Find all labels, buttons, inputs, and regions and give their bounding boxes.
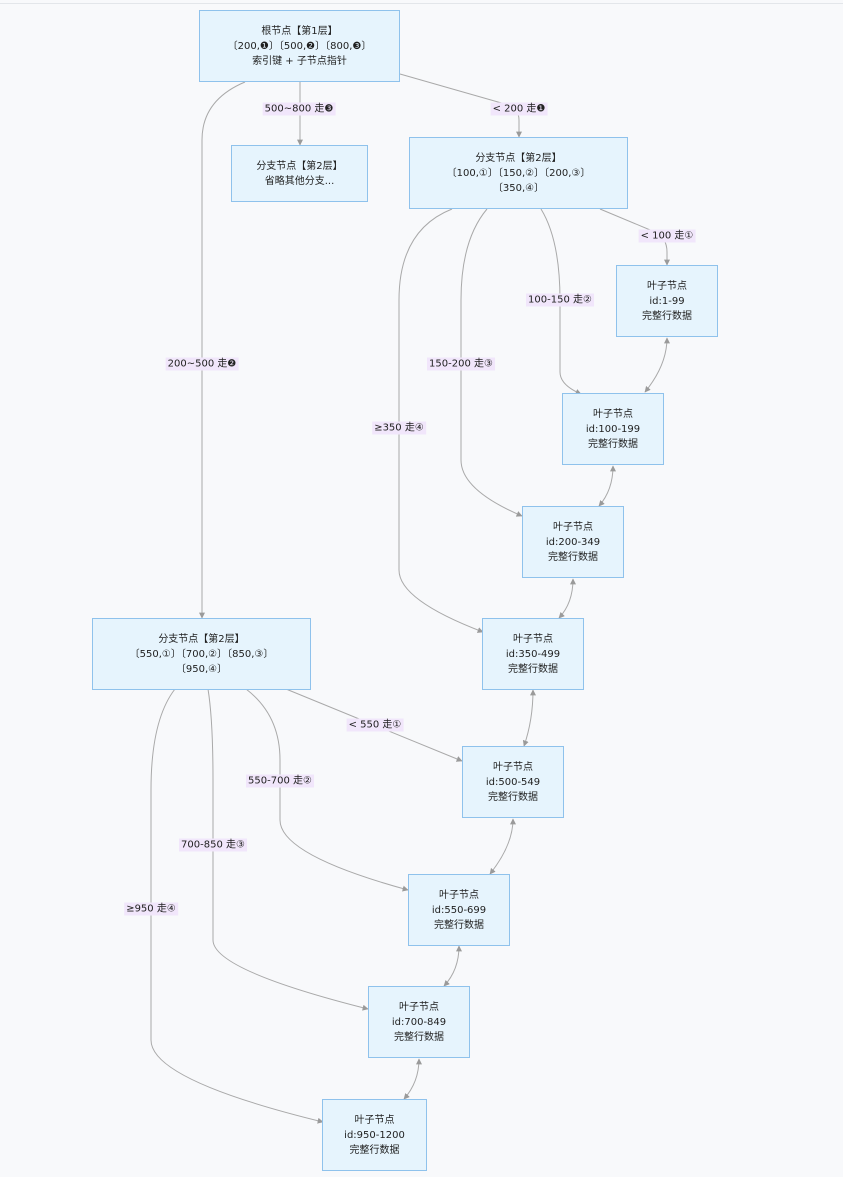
edge-leaf5-leaf6 (489, 818, 516, 875)
leaf-range: id:500-549 (485, 776, 541, 788)
leaf-title: 叶子节点 (593, 408, 633, 420)
leaf-desc: 完整行数据 (588, 438, 638, 450)
branch-b-keys-2: 〔950,④〕 (175, 663, 228, 675)
leaf-title: 叶子节点 (354, 1114, 395, 1126)
leaf-node-8: 叶子节点 id:950-1200 完整行数据 (322, 1099, 427, 1171)
edge-label-root-branch-a: < 200 走❶ (490, 102, 548, 116)
branch-a-title: 分支节点【第2层】 (475, 152, 562, 164)
branch-b-title: 分支节点【第2层】 (158, 633, 245, 645)
edge-b-leaf6 (245, 688, 409, 892)
edge-root-branch-b (199, 81, 246, 619)
edge-b-leaf8 (150, 688, 324, 1124)
leaf-range: id:200-349 (545, 536, 601, 548)
edge-a-leaf3 (460, 208, 523, 517)
leaf-node-1: 叶子节点 id:1-99 完整行数据 (616, 265, 718, 337)
leaf-desc: 完整行数据 (548, 551, 598, 563)
branch-a-keys: 〔100,①〕〔150,②〕〔200,③〕 (446, 167, 591, 179)
edge-leaf1-leaf2 (644, 337, 670, 393)
leaf-node-5: 叶子节点 id:500-549 完整行数据 (462, 746, 564, 818)
edge-label-root-omit: 500~800 走❸ (262, 102, 336, 116)
edge-label-b-leaf7: 700-850 走③ (179, 838, 247, 852)
edge-leaf7-leaf8 (403, 1058, 422, 1100)
leaf-range: id:950-1200 (344, 1129, 405, 1141)
branch-node-a: 分支节点【第2层】 〔100,①〕〔150,②〕〔200,③〕 〔350,④〕 (409, 137, 628, 209)
edge-label-a-leaf2: 100-150 走② (526, 293, 594, 307)
branch-a-keys-2: 〔350,④〕 (492, 182, 545, 194)
root-node-desc: 索引键 + 子节点指针 (252, 55, 347, 67)
leaf-desc: 完整行数据 (642, 310, 692, 322)
edge-label-a-leaf4: ≥350 走④ (372, 421, 426, 435)
leaf-desc: 完整行数据 (349, 1144, 400, 1156)
leaf-range: id:100-199 (585, 423, 641, 435)
leaf-range: id:350-499 (505, 648, 561, 660)
root-node-title: 根节点【第1层】 (261, 25, 338, 37)
edge-label-a-leaf3: 150-200 走③ (427, 357, 495, 371)
root-node-keys: 〔200,❶〕〔500,❷〕〔800,❸〕 (227, 40, 372, 52)
leaf-range: id:1-99 (649, 295, 685, 307)
edge-leaf6-leaf7 (443, 945, 462, 987)
edge-leaf2-leaf3 (598, 465, 616, 507)
edge-leaf3-leaf4 (558, 578, 576, 619)
leaf-title: 叶子节点 (493, 761, 533, 773)
branch-b-keys: 〔550,①〕〔700,②〕〔850,③〕 (129, 648, 274, 660)
leaf-range: id:550-699 (431, 904, 487, 916)
top-divider (0, 3, 843, 4)
edge-label-b-leaf5: < 550 走① (346, 718, 404, 732)
edge-a-leaf4 (398, 208, 484, 633)
leaf-desc: 完整行数据 (434, 919, 484, 931)
root-node: 根节点【第1层】 〔200,❶〕〔500,❷〕〔800,❸〕 索引键 + 子节点… (199, 10, 400, 82)
branch-omit-desc: 省略其他分支... (264, 175, 335, 187)
edge-label-b-leaf6: 550-700 走② (246, 774, 314, 788)
branch-node-b: 分支节点【第2层】 〔550,①〕〔700,②〕〔850,③〕 〔950,④〕 (92, 618, 311, 690)
leaf-node-2: 叶子节点 id:100-199 完整行数据 (562, 393, 664, 465)
leaf-node-6: 叶子节点 id:550-699 完整行数据 (408, 874, 510, 946)
branch-node-omitted: 分支节点【第2层】 省略其他分支... (231, 145, 368, 202)
leaf-desc: 完整行数据 (488, 791, 538, 803)
leaf-node-7: 叶子节点 id:700-849 完整行数据 (368, 986, 470, 1058)
leaf-desc: 完整行数据 (508, 663, 558, 675)
branch-omit-title: 分支节点【第2层】 (256, 160, 343, 172)
leaf-desc: 完整行数据 (394, 1031, 444, 1043)
edge-b-leaf7 (207, 688, 369, 1011)
leaf-title: 叶子节点 (513, 633, 553, 645)
leaf-title: 叶子节点 (399, 1001, 439, 1013)
leaf-range: id:700-849 (391, 1016, 447, 1028)
leaf-title: 叶子节点 (647, 280, 687, 292)
leaf-node-3: 叶子节点 id:200-349 完整行数据 (522, 506, 624, 578)
edge-label-a-leaf1: < 100 走① (638, 229, 696, 243)
leaf-node-4: 叶子节点 id:350-499 完整行数据 (482, 618, 584, 690)
leaf-title: 叶子节点 (439, 889, 479, 901)
edge-label-b-leaf8: ≥950 走④ (124, 902, 178, 916)
leaf-title: 叶子节点 (553, 521, 593, 533)
edge-label-root-branch-b: 200~500 走❷ (165, 357, 239, 371)
edge-leaf4-leaf5 (522, 689, 536, 747)
